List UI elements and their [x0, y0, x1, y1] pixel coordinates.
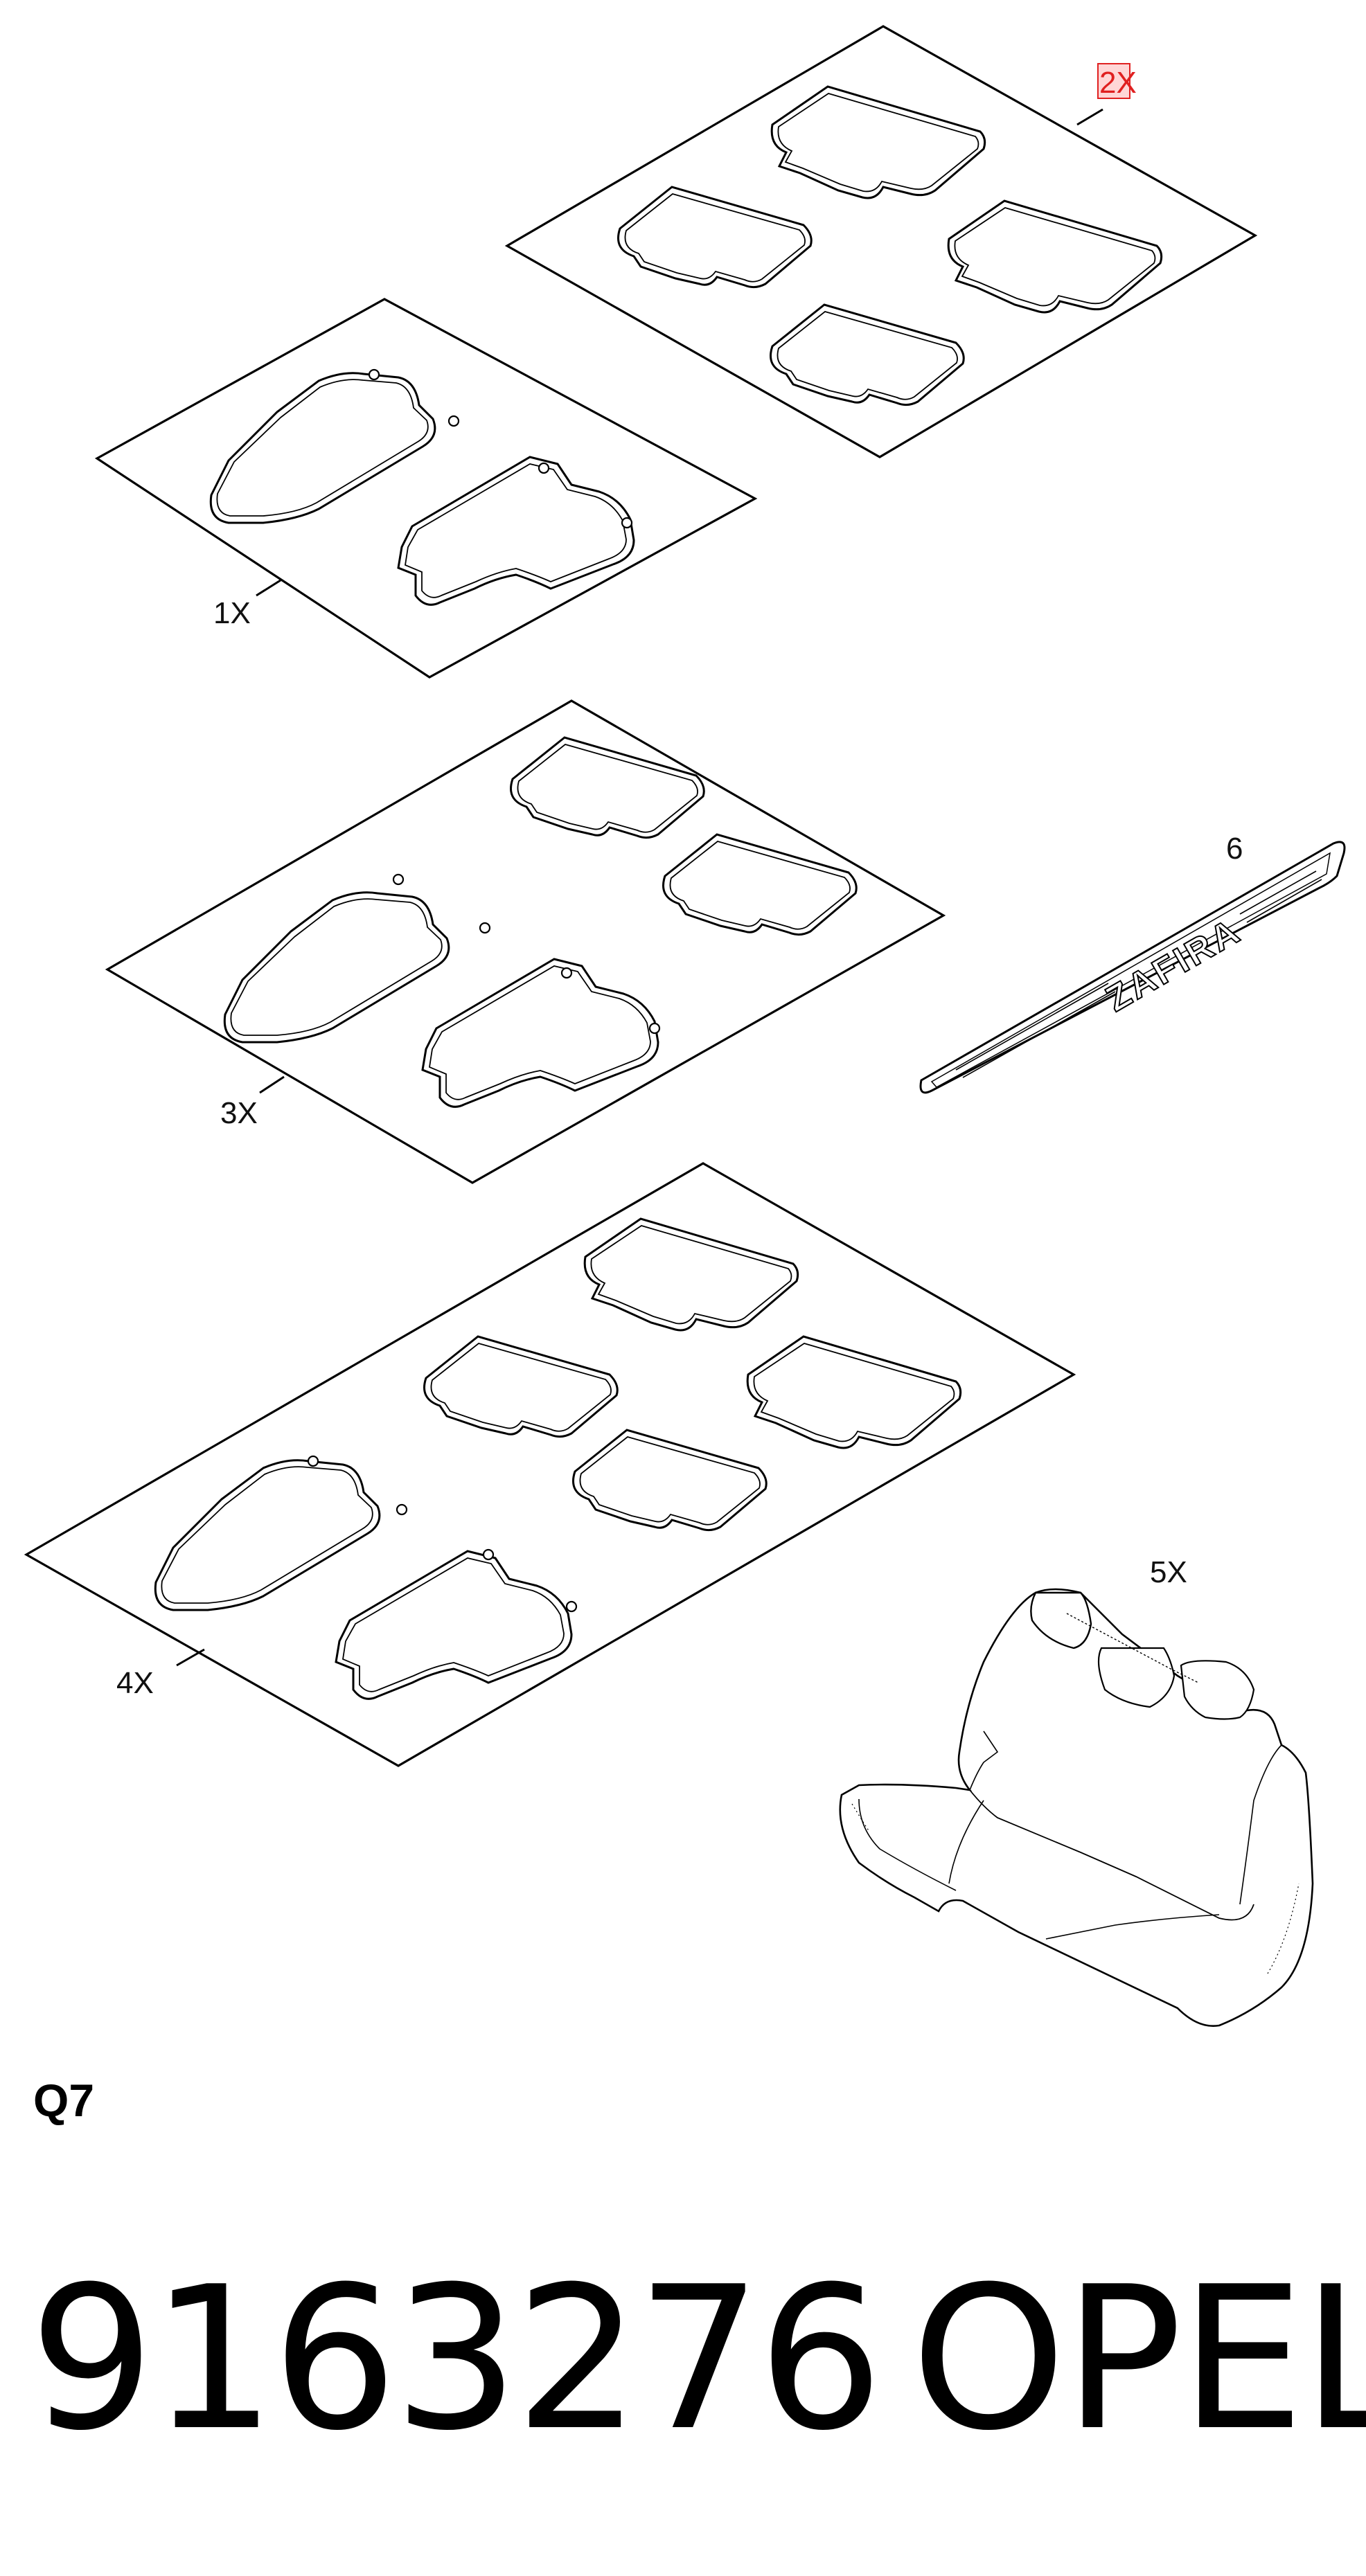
parts-diagram: 2X 1X 3X ZAFIRA 6 [24, 25, 1346, 2027]
callout-highlight [1097, 63, 1130, 99]
part-number: 9163276 [29, 2244, 883, 2474]
section-code: Q7 [33, 2075, 95, 2126]
floor-mat-set-3: 3X [105, 699, 946, 1184]
door-sill-plate-6: ZAFIRA 6 [919, 832, 1346, 1094]
callout-set-2: 2X [1099, 66, 1137, 100]
floor-mat-set-4: 4X [24, 1162, 1076, 1767]
floor-mat-set-2: 2X [504, 25, 1258, 458]
callout-item-5: 5X [1150, 1555, 1187, 1589]
callout-set-4: 4X [116, 1666, 154, 1700]
rear-seat-cover-5: 5X [839, 1555, 1314, 2027]
callout-item-6: 6 [1226, 832, 1243, 866]
floor-mat-set-1: 1X [94, 298, 758, 679]
brand-name: OPEL [911, 2244, 1366, 2474]
callout-set-1: 1X [213, 596, 251, 630]
callout-set-3: 3X [220, 1096, 258, 1130]
